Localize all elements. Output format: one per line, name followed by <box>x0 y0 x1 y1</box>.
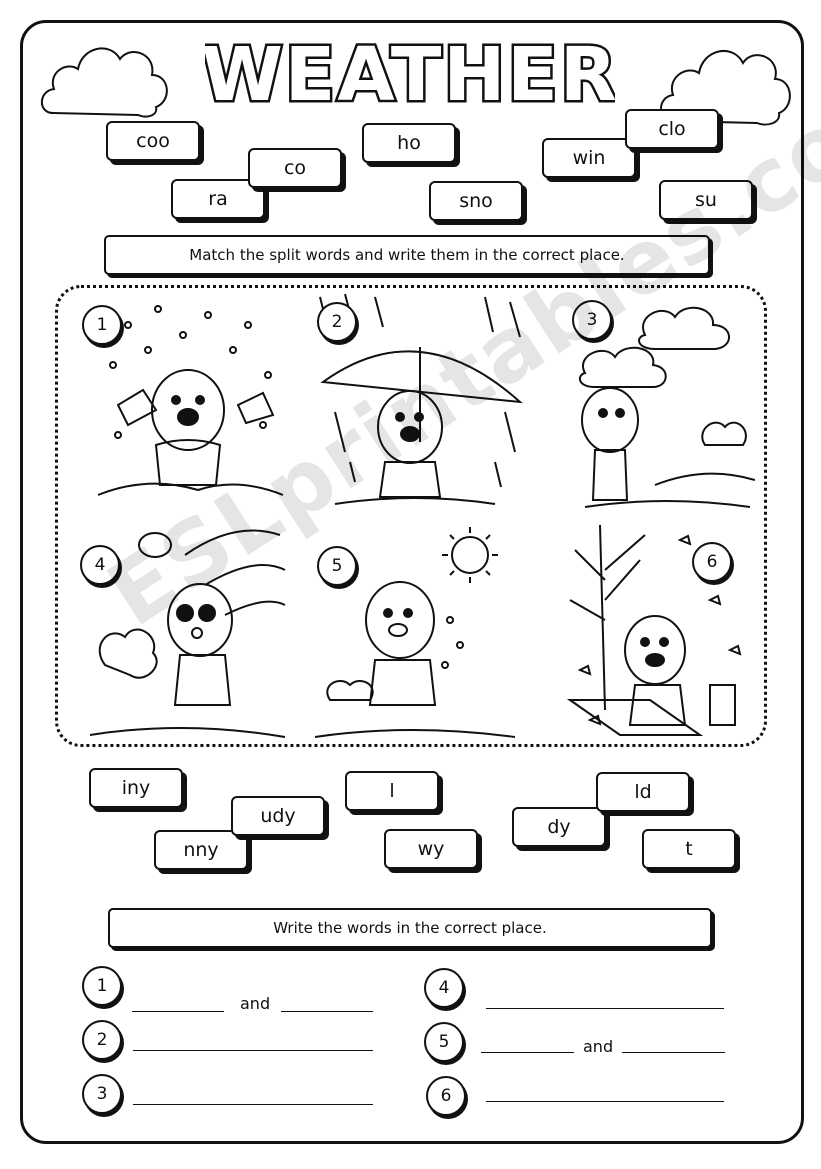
fragment-box: ld <box>596 772 690 812</box>
picture-number: 5 <box>317 546 357 586</box>
fragment-box: win <box>542 138 636 178</box>
fragment-box: udy <box>231 796 325 836</box>
fragment-box: t <box>642 829 736 869</box>
answer-line <box>133 1104 373 1105</box>
and-label: and <box>583 1037 614 1056</box>
and-label: and <box>240 994 271 1013</box>
picture-panel <box>55 285 767 747</box>
answer-line <box>133 1050 373 1051</box>
answer-line <box>486 1101 724 1102</box>
answer-number: 5 <box>424 1022 464 1062</box>
cold-dog-illustration <box>566 524 742 736</box>
answer-line <box>132 1011 224 1012</box>
cloud-right-icon <box>660 50 791 126</box>
fragment-box: co <box>248 148 342 188</box>
sunny-dog-illustration <box>314 527 516 738</box>
answer-line <box>486 1008 724 1009</box>
page-border <box>20 20 804 1144</box>
fragment-box: dy <box>512 807 606 847</box>
fragment-box: iny <box>89 768 183 808</box>
page-title-text: WEATHER <box>205 32 615 118</box>
answer-number: 3 <box>82 1074 122 1114</box>
instruction-write: Write the words in the correct place. <box>108 908 712 948</box>
snowy-dog-illustration <box>97 305 284 496</box>
picture-number: 6 <box>692 542 732 582</box>
answer-number: 4 <box>424 968 464 1008</box>
fragment-box: coo <box>106 121 200 161</box>
page-title: WEATHER <box>205 30 615 119</box>
answer-number: 2 <box>82 1020 122 1060</box>
fragment-box: ho <box>362 123 456 163</box>
picture-number: 3 <box>572 300 612 340</box>
fragment-box: l <box>345 771 439 811</box>
fragment-box: nny <box>154 830 248 870</box>
windy-dog-illustration <box>89 529 286 738</box>
fragment-box: su <box>659 180 753 220</box>
fragment-box: sno <box>429 181 523 221</box>
cloudy-dog-illustration <box>578 306 755 508</box>
answer-number: 6 <box>426 1076 466 1116</box>
answer-line <box>622 1052 725 1053</box>
cloud-left-icon <box>40 47 168 118</box>
answer-line <box>281 1011 373 1012</box>
answer-line <box>481 1052 574 1053</box>
fragment-box: clo <box>625 109 719 149</box>
answer-number: 1 <box>82 966 122 1006</box>
rainy-dog-illustration <box>319 293 523 505</box>
picture-number: 4 <box>80 545 120 585</box>
picture-number: 1 <box>82 305 122 345</box>
picture-number: 2 <box>317 302 357 342</box>
fragment-box: wy <box>384 829 478 869</box>
instruction-match: Match the split words and write them in … <box>104 235 710 275</box>
